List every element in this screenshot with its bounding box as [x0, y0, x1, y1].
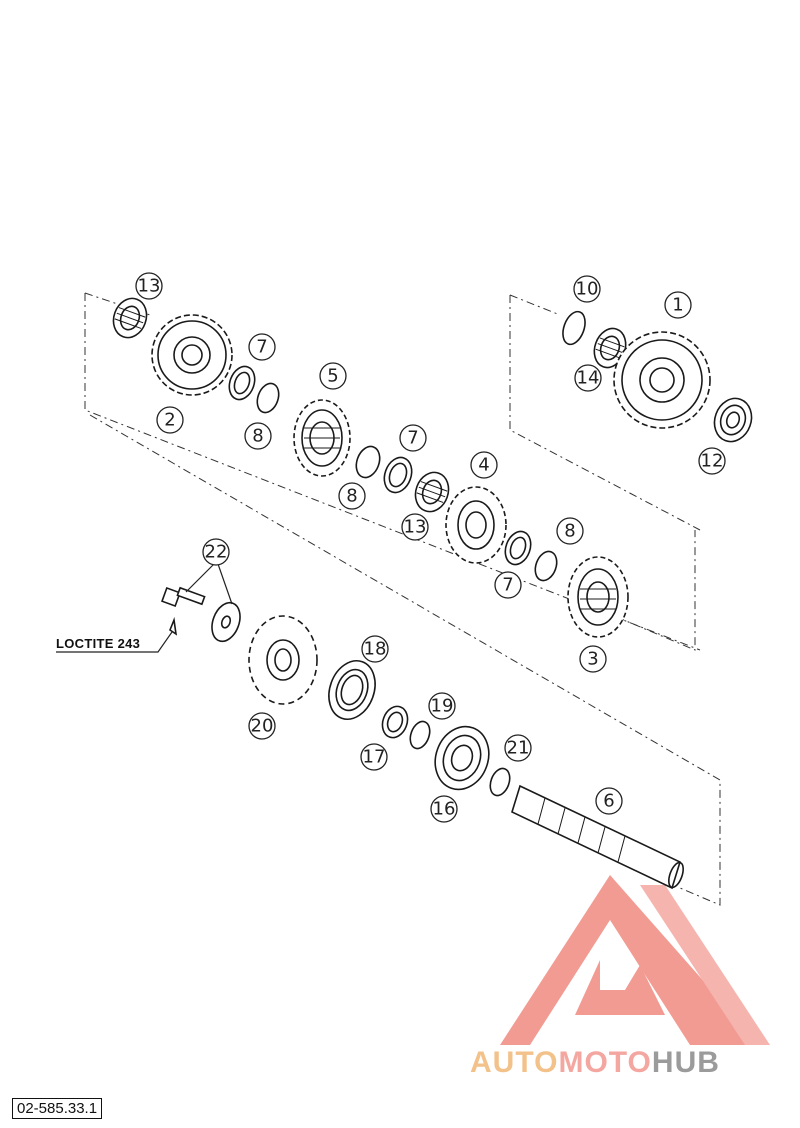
part-oring-19: [409, 720, 431, 750]
svg-text:19: 19: [431, 696, 454, 717]
part-shim-7c: [504, 530, 532, 566]
document-number: 02-585.33.1: [12, 1098, 103, 1119]
callout-17: 17: [360, 743, 388, 771]
part-ball-bearing-16: [434, 725, 490, 791]
svg-text:8: 8: [252, 426, 263, 447]
svg-text:4: 4: [478, 455, 489, 476]
svg-text:2: 2: [164, 410, 175, 431]
svg-text:16: 16: [433, 799, 456, 820]
callout-12: 12: [698, 447, 726, 475]
watermark-logo-icon: [500, 875, 770, 1045]
callout-20: 20: [248, 712, 276, 740]
svg-text:3: 3: [587, 649, 598, 670]
part-ball-bearing-12: [713, 397, 753, 443]
watermark-brand-auto: AUTO: [470, 1046, 559, 1079]
svg-text:5: 5: [327, 366, 338, 387]
part-needle-bearing-13b: [414, 471, 450, 513]
part-gear-1: [613, 331, 711, 429]
callout-13a: 13: [135, 272, 163, 300]
callout-8a: 8: [244, 422, 272, 450]
callout-7c: 7: [494, 571, 522, 599]
svg-text:10: 10: [576, 279, 599, 300]
part-gear-2: [151, 314, 233, 396]
svg-text:18: 18: [364, 639, 387, 660]
callout-7a: 7: [248, 333, 276, 361]
callout-14: 14: [574, 364, 602, 392]
svg-text:7: 7: [407, 428, 418, 449]
part-oring-21: [489, 767, 511, 797]
svg-text:13: 13: [138, 276, 161, 297]
svg-text:12: 12: [701, 451, 724, 472]
part-sprocket-20: [248, 615, 318, 705]
part-washer-22: [211, 601, 241, 643]
part-shim-7a: [228, 365, 256, 401]
svg-text:6: 6: [603, 791, 614, 812]
callout-4: 4: [470, 451, 498, 479]
part-circlip-8a: [256, 382, 280, 414]
callout-19: 19: [428, 692, 456, 720]
callout-1: 1: [664, 291, 692, 319]
part-bushing-17: [381, 705, 409, 739]
svg-text:21: 21: [507, 738, 530, 759]
callout-7b: 7: [399, 424, 427, 452]
leader-lines: [56, 561, 233, 653]
part-seal-18: [328, 660, 376, 720]
callout-2: 2: [156, 406, 184, 434]
part-shaft-6: [511, 784, 684, 890]
part-circlip-8c: [534, 550, 558, 582]
callout-3: 3: [579, 645, 607, 673]
svg-text:13: 13: [404, 517, 427, 538]
watermark-brand-hub: HUB: [651, 1046, 720, 1079]
callout-21: 21: [504, 734, 532, 762]
callout-5: 5: [319, 362, 347, 390]
svg-text:14: 14: [577, 368, 600, 389]
svg-text:7: 7: [502, 575, 513, 596]
loctite-annotation: LOCTITE 243: [56, 636, 141, 651]
watermark-brand-text: AUTOMOTOHUB: [470, 1046, 720, 1080]
svg-text:8: 8: [564, 521, 575, 542]
callout-22: 22: [202, 538, 230, 566]
svg-text:17: 17: [363, 747, 386, 768]
callout-8b: 8: [338, 482, 366, 510]
part-circlip-8b: [355, 445, 381, 479]
part-shim-10: [562, 310, 586, 346]
callout-13b: 13: [401, 513, 429, 541]
callout-16: 16: [430, 795, 458, 823]
part-shim-7b: [383, 456, 413, 494]
svg-text:20: 20: [251, 716, 274, 737]
svg-text:1: 1: [672, 295, 683, 316]
callout-6: 6: [595, 787, 623, 815]
part-gear-3: [567, 556, 629, 638]
part-bolt-22: [161, 586, 206, 636]
callout-10: 10: [573, 275, 601, 303]
callout-18: 18: [361, 635, 389, 663]
callout-8c: 8: [556, 517, 584, 545]
svg-text:7: 7: [256, 337, 267, 358]
part-needle-bearing-13a: [112, 297, 148, 339]
svg-text:22: 22: [205, 542, 228, 563]
part-gear-5: [293, 399, 351, 477]
svg-text:8: 8: [346, 486, 357, 507]
part-gear-4: [445, 486, 507, 564]
watermark-brand-moto: MOTO: [558, 1046, 652, 1079]
